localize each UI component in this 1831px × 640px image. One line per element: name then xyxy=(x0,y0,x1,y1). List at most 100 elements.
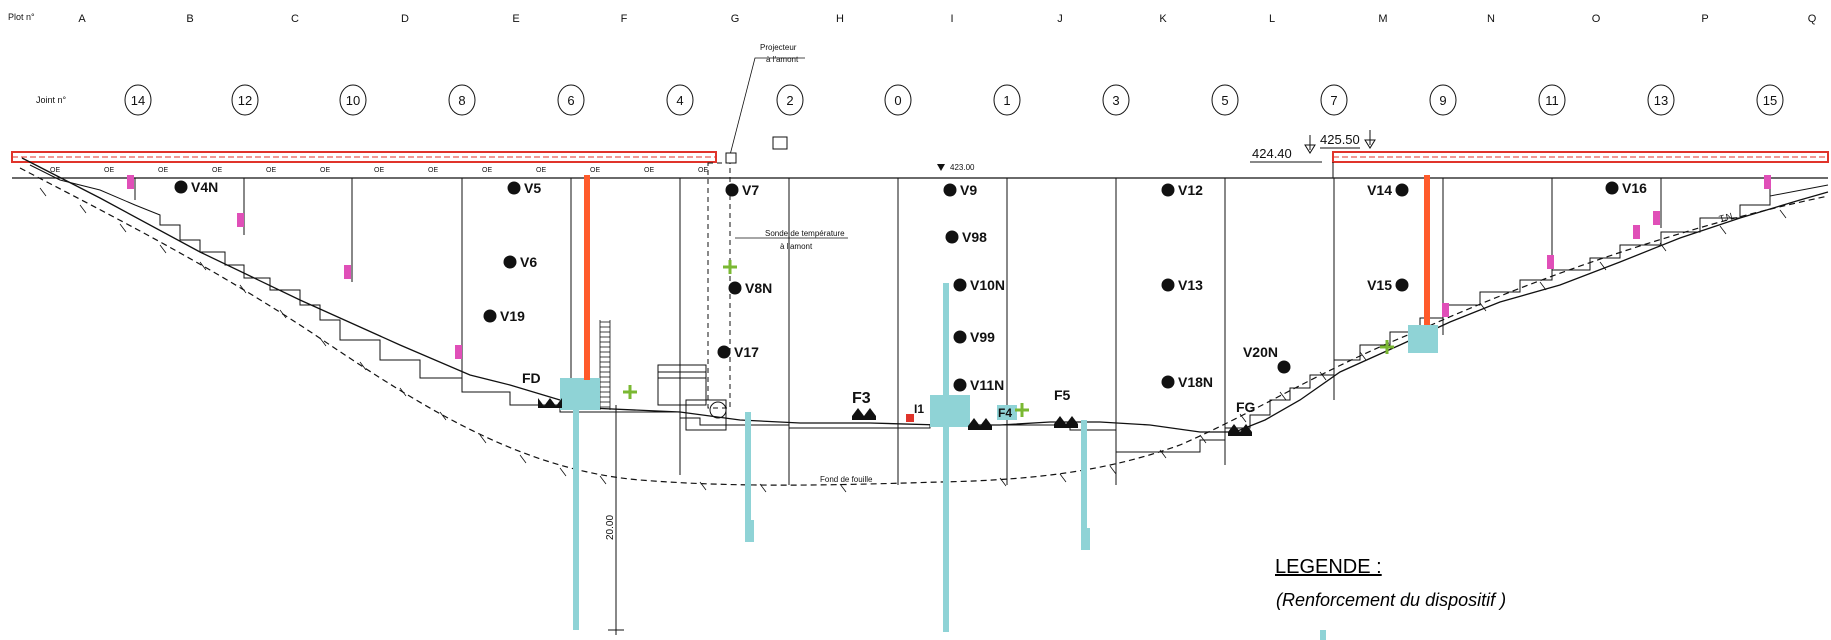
teal-block-m xyxy=(1408,325,1438,353)
survey-point-icon xyxy=(728,281,742,295)
survey-point-label: V13 xyxy=(1178,277,1203,293)
survey-point-icon xyxy=(507,181,521,195)
projecteur-label-2: à l'amont xyxy=(766,55,799,64)
green-cross-icon xyxy=(623,385,637,399)
teal-pipe-g xyxy=(745,412,751,542)
green-crosses xyxy=(623,260,1394,417)
joint-number: 0 xyxy=(894,93,901,108)
survey-point-label: V14 xyxy=(1367,182,1392,198)
magenta-marker xyxy=(344,265,351,279)
sonde-label-2: à l'amont xyxy=(780,242,813,251)
joint-marker-0: 0 xyxy=(884,84,912,116)
teal-block-f xyxy=(560,378,600,410)
stations: FD F3 F4 F5 FG I1 xyxy=(522,370,1256,436)
survey-point-icon xyxy=(1161,375,1175,389)
station-fd-icon xyxy=(538,398,562,408)
survey-point-v4n: V4N xyxy=(174,179,218,195)
survey-point-icon xyxy=(943,183,957,197)
plot-letter-q: Q xyxy=(1808,13,1817,25)
legend-title: LEGENDE : xyxy=(1275,556,1382,578)
survey-point-label: V5 xyxy=(524,180,541,196)
projecteur-label-1: Projecteur xyxy=(760,43,797,52)
plot-letter-b: B xyxy=(186,13,193,25)
joint-marker-12: 12 xyxy=(231,84,259,116)
teal-pipe-i-top xyxy=(943,283,949,395)
excavation-line xyxy=(21,157,1829,433)
station-f5-icon xyxy=(1054,416,1078,428)
oe-label: OE xyxy=(374,167,384,174)
plot-header-label: Plot n° xyxy=(8,12,35,22)
survey-point-v14: V14 xyxy=(1367,182,1409,198)
fond-de-fouille-label: Fond de fouille xyxy=(820,475,873,484)
survey-point-v7: V7 xyxy=(725,182,759,198)
magenta-marker xyxy=(1653,211,1660,225)
joint-lines xyxy=(134,178,1771,485)
survey-point-icon xyxy=(483,309,497,323)
magenta-marker xyxy=(1633,225,1640,239)
magenta-marker xyxy=(237,213,244,227)
plot-letter-f: F xyxy=(621,13,628,25)
red-pendulum-f xyxy=(584,175,590,380)
joint-number: 9 xyxy=(1439,93,1446,108)
plot-letter-h: H xyxy=(836,13,844,25)
crest-rail-left xyxy=(11,151,717,163)
plot-letter-l: L xyxy=(1269,13,1275,25)
survey-point-label: V6 xyxy=(520,254,537,270)
joint-marker-6: 6 xyxy=(557,84,585,116)
joint-marker-7: 7 xyxy=(1320,84,1348,116)
survey-point-label: V99 xyxy=(970,329,995,345)
station-f3-icon xyxy=(852,408,876,420)
oe-label: OE xyxy=(536,167,546,174)
survey-point-icon xyxy=(725,183,739,197)
magenta-marker xyxy=(1547,255,1554,269)
plot-letter-p: P xyxy=(1701,13,1708,25)
stepped-foundation-line xyxy=(29,164,1829,453)
joint-number: 12 xyxy=(238,93,252,108)
teal-pipe-j xyxy=(1081,420,1087,550)
joint-number: 6 xyxy=(567,93,574,108)
plot-letter-e: E xyxy=(512,13,519,25)
station-f3-label: F3 xyxy=(852,390,871,407)
legend-teal-sample xyxy=(1320,630,1326,640)
red-pendulum-m xyxy=(1424,175,1430,325)
plot-letter-a: A xyxy=(78,13,86,25)
joint-marker-4: 4 xyxy=(666,84,694,116)
joint-marker-2: 2 xyxy=(776,84,804,116)
survey-point-label: V10N xyxy=(970,277,1005,293)
survey-point-label: V7 xyxy=(742,182,759,198)
joint-number: 4 xyxy=(676,93,683,108)
joint-marker-13: 13 xyxy=(1647,84,1675,116)
projecteur-lamp-icon xyxy=(725,152,737,164)
survey-point-label: V15 xyxy=(1367,277,1392,293)
survey-point-icon xyxy=(1161,278,1175,292)
survey-point-label: V18N xyxy=(1178,374,1213,390)
plot-letter-o: O xyxy=(1592,13,1601,25)
survey-point-v10n: V10N xyxy=(953,277,1005,293)
ladder-rungs xyxy=(600,321,610,408)
red-pendulums xyxy=(584,175,1430,380)
elevation-423-00: 423.00 xyxy=(950,163,975,172)
station-f4-label: F4 xyxy=(998,406,1012,420)
joint-marker-3: 3 xyxy=(1102,84,1130,116)
survey-point-icon xyxy=(503,255,517,269)
joint-marker-1: 1 xyxy=(993,84,1021,116)
survey-point-label: V17 xyxy=(734,344,759,360)
survey-point-icon xyxy=(1395,278,1409,292)
teal-instruments xyxy=(560,283,1438,640)
magenta-marker xyxy=(1442,303,1449,317)
oe-label: OE xyxy=(266,167,276,174)
oe-label: OE xyxy=(482,167,492,174)
gallery-dashed xyxy=(707,162,731,409)
station-f5-label: F5 xyxy=(1054,387,1071,403)
survey-point-v18n: V18N xyxy=(1161,374,1213,390)
projecteur-leader xyxy=(729,57,805,156)
plot-letter-i: I xyxy=(950,13,953,25)
survey-point-v17: V17 xyxy=(717,344,759,360)
joint-marker-9: 9 xyxy=(1429,84,1457,116)
survey-point-icon xyxy=(1395,183,1409,197)
survey-point-icon xyxy=(717,345,731,359)
station-i1-label: I1 xyxy=(914,402,924,416)
